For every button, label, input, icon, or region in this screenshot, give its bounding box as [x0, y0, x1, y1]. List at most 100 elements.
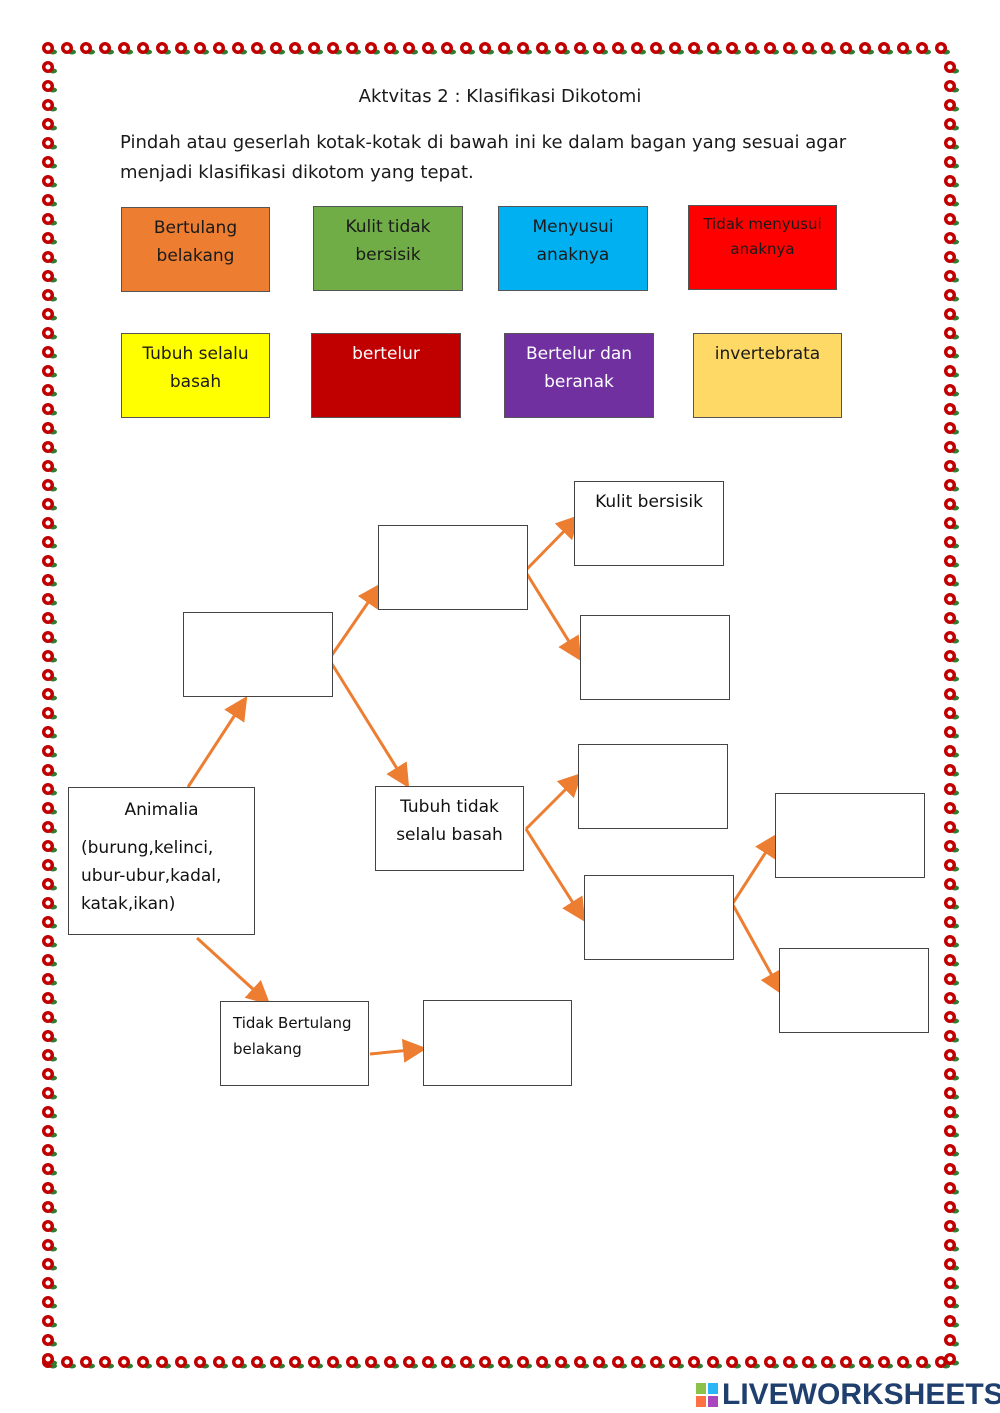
border-flower [944, 859, 959, 872]
border-flower [944, 156, 959, 169]
root-detail-line: (burung,kelinci, [81, 838, 214, 858]
border-flower [42, 1334, 57, 1347]
border-flower [944, 935, 959, 948]
border-flower [944, 327, 959, 340]
border-flower [944, 612, 959, 625]
border-flower [859, 42, 874, 55]
border-flower [944, 80, 959, 93]
border-flower [42, 308, 57, 321]
border-flower [42, 631, 57, 644]
border-flower [944, 308, 959, 321]
border-flower [42, 1201, 57, 1214]
border-flower [42, 935, 57, 948]
border-flower [631, 42, 646, 55]
border-flower [498, 42, 513, 55]
card-label: Menyusui anaknya [532, 217, 614, 265]
border-flower [80, 42, 95, 55]
border-flower [944, 498, 959, 511]
border-flower [42, 821, 57, 834]
border-flower [42, 232, 57, 245]
border-flower [441, 42, 456, 55]
border-flower [118, 1356, 133, 1369]
border-flower [944, 1106, 959, 1119]
root-box-animalia: Animalia (burung,kelinci, ubur-ubur,kada… [68, 787, 255, 935]
border-flower [156, 1356, 171, 1369]
card-bertelur[interactable]: bertelur [311, 333, 461, 418]
arrow-to-right-upper [731, 832, 779, 904]
drop-box-level1[interactable] [183, 612, 333, 697]
border-flower [42, 593, 57, 606]
drop-box-level4-b[interactable] [779, 948, 929, 1033]
border-flower [42, 42, 57, 55]
drop-box-level3-a[interactable] [580, 615, 730, 700]
border-flower [669, 42, 684, 55]
border-flower [42, 612, 57, 625]
card-tidak-menyusui-anaknya[interactable]: Tidak menyusui anaknya [688, 205, 837, 290]
border-flower [593, 1356, 608, 1369]
card-invertebrata[interactable]: invertebrata [693, 333, 842, 418]
border-flower [42, 1068, 57, 1081]
border-flower [944, 1030, 959, 1043]
border-flower [42, 1163, 57, 1176]
root-title: Animalia [124, 800, 199, 820]
border-flower [944, 916, 959, 929]
border-flower [944, 365, 959, 378]
border-flower [944, 764, 959, 777]
border-flower [42, 973, 57, 986]
card-label: Tubuh selalu basah [142, 344, 249, 392]
drop-box-level2-top[interactable] [378, 525, 528, 610]
border-flower [42, 802, 57, 815]
border-flower [346, 1356, 361, 1369]
arrow-tubuh-to-lower [524, 828, 586, 923]
border-flower [802, 42, 817, 55]
border-flower [707, 1356, 722, 1369]
border-flower [944, 973, 959, 986]
border-flower [42, 384, 57, 397]
border-flower [42, 1049, 57, 1062]
border-flower [42, 289, 57, 302]
border-flower [42, 954, 57, 967]
border-flower [669, 1356, 684, 1369]
border-flower [365, 1356, 380, 1369]
border-flower [42, 61, 57, 74]
border-flower [840, 42, 855, 55]
card-menyusui-anaknya[interactable]: Menyusui anaknya [498, 206, 648, 291]
card-tubuh-selalu-basah[interactable]: Tubuh selalu basah [121, 333, 270, 418]
border-flower [42, 156, 57, 169]
border-flower [650, 42, 665, 55]
border-flower [42, 1030, 57, 1043]
card-bertelur-dan-beranak[interactable]: Bertelur dan beranak [504, 333, 654, 418]
border-flower [944, 631, 959, 644]
border-flower [42, 346, 57, 359]
box-label: Kulit bersisik [595, 492, 703, 512]
border-flower [479, 42, 494, 55]
border-flower [688, 1356, 703, 1369]
drop-box-level4-a[interactable] [775, 793, 925, 878]
border-flower [42, 1011, 57, 1024]
border-flower [944, 1201, 959, 1214]
border-flower [403, 42, 418, 55]
drop-box-level3-b[interactable] [578, 744, 728, 829]
logo-square [696, 1396, 706, 1407]
drop-box-invertebrata[interactable] [423, 1000, 572, 1086]
border-flower [944, 384, 959, 397]
card-bertulang-belakang[interactable]: Bertulang belakang [121, 207, 270, 292]
border-flower [944, 1220, 959, 1233]
drop-box-level3-c[interactable] [584, 875, 734, 960]
card-kulit-tidak-bersisik[interactable]: Kulit tidak bersisik [313, 206, 463, 291]
border-flower [270, 1356, 285, 1369]
border-flower [783, 1356, 798, 1369]
border-flower [175, 1356, 190, 1369]
border-flower [42, 460, 57, 473]
root-detail-line: katak,ikan) [81, 894, 176, 914]
border-flower [840, 1356, 855, 1369]
border-flower [99, 42, 114, 55]
border-flower [422, 1356, 437, 1369]
border-flower [944, 1277, 959, 1290]
border-flower [944, 422, 959, 435]
border-flower [403, 1356, 418, 1369]
border-flower [42, 764, 57, 777]
border-flower [944, 688, 959, 701]
